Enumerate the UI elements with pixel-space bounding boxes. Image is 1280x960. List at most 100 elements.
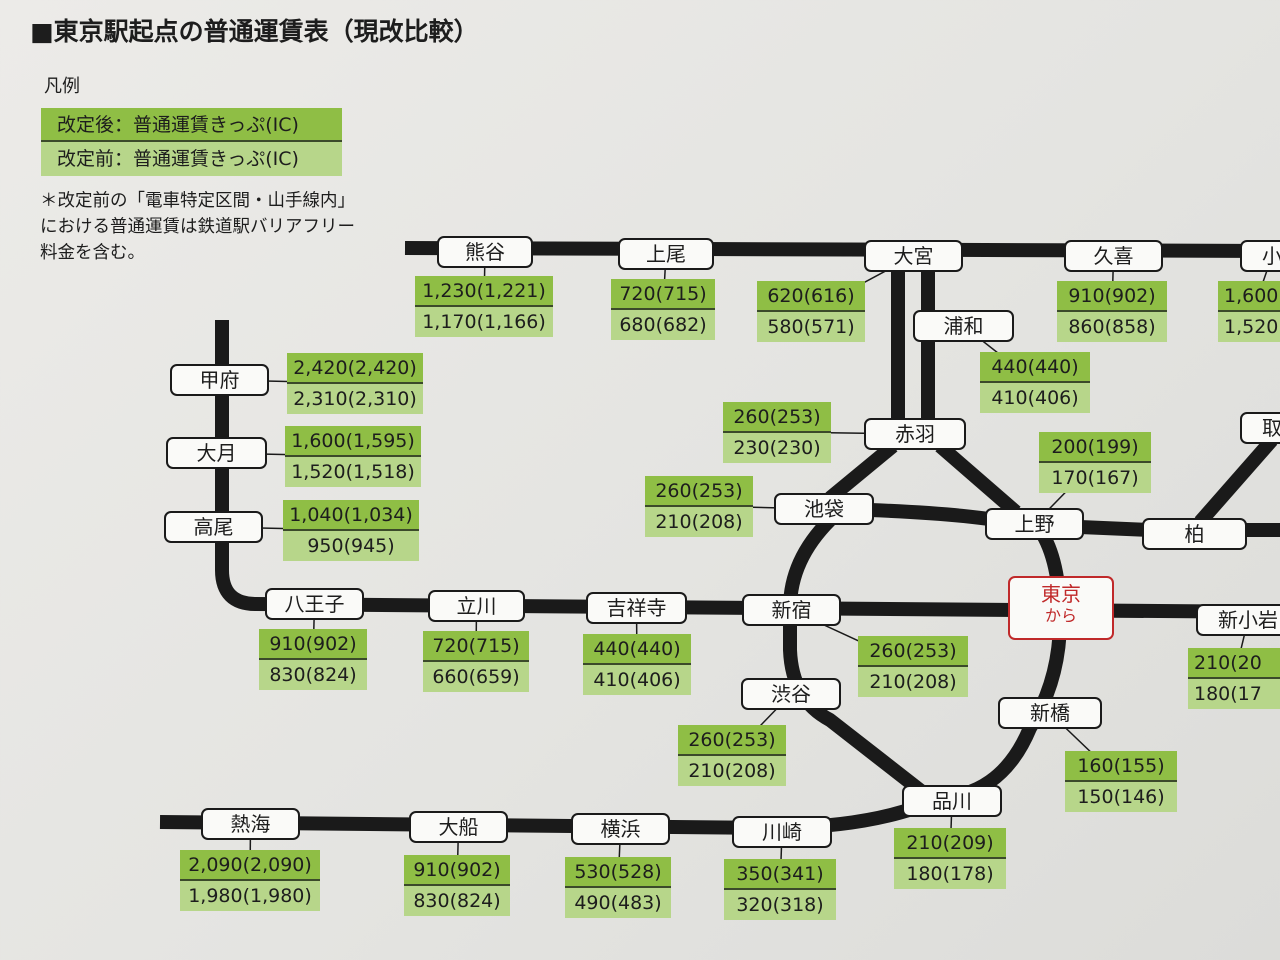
fare-before: 830(824) (404, 886, 510, 916)
chuo-line (215, 320, 1280, 619)
fare-after: 260(253) (678, 725, 786, 756)
fare-box: 440(440)410(406) (583, 634, 691, 695)
fare-before: 210(208) (645, 507, 753, 537)
fare-after: 720(715) (423, 631, 529, 662)
fare-before: 1,170(1,166) (415, 307, 553, 337)
fare-after: 160(155) (1065, 751, 1177, 782)
fare-after: 910(902) (259, 629, 367, 660)
station-4: 小 (1240, 240, 1280, 272)
fare-before: 320(318) (724, 890, 836, 920)
fare-before: 680(682) (611, 310, 715, 340)
station-9: 甲府 (170, 364, 269, 396)
legend-note: ＊改定前の「電車特定区間・山手線内」における普通運賃は鉄道駅バリアフリー料金を含… (40, 191, 355, 263)
station-7: 上野 (985, 508, 1084, 540)
station-8: 池袋 (774, 493, 874, 525)
fare-before: 2,310(2,310) (287, 384, 423, 414)
fare-box: 2,420(2,420)2,310(2,310) (287, 353, 423, 414)
station-16: 新小岩 (1196, 604, 1280, 636)
fare-after: 260(253) (645, 476, 753, 507)
fare-box: 350(341)320(318) (724, 859, 836, 920)
fare-box: 720(715)680(682) (611, 279, 715, 340)
fare-before: 410(406) (583, 665, 691, 695)
fare-box: 200(199)170(167) (1039, 432, 1151, 493)
station-18: 新橋 (998, 697, 1102, 729)
fare-after: 1,600 (1218, 281, 1280, 312)
station-0: 熊谷 (437, 236, 533, 268)
legend-label: 凡例 (44, 76, 80, 97)
fare-before: 180(178) (894, 859, 1006, 889)
akabane-ikebukuro-line (825, 440, 898, 504)
fare-before: 830(824) (259, 660, 367, 690)
fare-before: 490(483) (565, 888, 671, 918)
station-2: 大宮 (864, 240, 963, 272)
fare-before: 860(858) (1057, 312, 1167, 342)
station-6: 赤羽 (864, 418, 966, 450)
joban-line (1079, 520, 1151, 537)
fare-before: 150(146) (1065, 782, 1177, 812)
fare-box: 620(616)580(571) (757, 281, 865, 342)
fare-box: 210(209)180(178) (894, 828, 1006, 889)
fare-after: 1,600(1,595) (285, 426, 421, 457)
fare-after: 910(902) (404, 855, 510, 886)
fare-box: 1,600(1,595)1,520(1,518) (285, 426, 421, 487)
station-24: 柏 (1142, 518, 1247, 550)
station-14: 吉祥寺 (586, 592, 687, 624)
fare-box: 2,090(2,090)1,980(1,980) (180, 850, 320, 911)
legend-before-fare: 改定前：普通運賃きっぷ(IC) (41, 142, 342, 176)
fare-box: 260(253)210(208) (645, 476, 753, 537)
station-5: 浦和 (913, 310, 1014, 342)
fare-after: 350(341) (724, 859, 836, 890)
legend-after-fare: 改定後：普通運賃きっぷ(IC) (41, 108, 342, 142)
fare-box: 1,040(1,034)950(945) (283, 500, 419, 561)
fare-box: 260(253)230(230) (723, 402, 831, 463)
fare-after: 2,090(2,090) (180, 850, 320, 881)
fare-box: 910(902)830(824) (259, 629, 367, 690)
fare-after: 200(199) (1039, 432, 1151, 463)
station-10: 大月 (166, 437, 267, 469)
station-15: 新宿 (742, 594, 841, 626)
fare-after: 1,230(1,221) (415, 276, 553, 307)
fare-box: 530(528)490(483) (565, 857, 671, 918)
fare-before: 170(167) (1039, 463, 1151, 493)
station-20: 川崎 (732, 816, 832, 848)
fare-after: 720(715) (611, 279, 715, 310)
station-11: 高尾 (164, 511, 263, 543)
fare-before: 1,520(1,518) (285, 457, 421, 487)
fare-after: 620(616) (757, 281, 865, 312)
origin-sub: から (1044, 606, 1077, 625)
fare-after: 440(440) (583, 634, 691, 665)
fare-box: 720(715)660(659) (423, 631, 529, 692)
station-17: 渋谷 (741, 678, 841, 710)
fare-after: 1,040(1,034) (283, 500, 419, 531)
fare-box: 440(440)410(406) (980, 352, 1090, 413)
fare-after: 440(440) (980, 352, 1090, 383)
station-23: 熱海 (201, 808, 300, 840)
fare-after: 260(253) (723, 402, 831, 433)
fare-after: 2,420(2,420) (287, 353, 423, 384)
fare-after: 910(902) (1057, 281, 1167, 312)
fare-after: 210(209) (894, 828, 1006, 859)
fare-before: 230(230) (723, 433, 831, 463)
fare-before: 660(659) (423, 662, 529, 692)
fare-before: 950(945) (283, 531, 419, 561)
station-19: 品川 (902, 785, 1002, 817)
fare-before: 1,520 (1218, 312, 1280, 342)
fare-box: 1,230(1,221)1,170(1,166) (415, 276, 553, 337)
fare-box: 910(902)860(858) (1057, 281, 1167, 342)
fare-before: 410(406) (980, 383, 1090, 413)
fare-box: 260(253)210(208) (678, 725, 786, 786)
fare-before: 580(571) (757, 312, 865, 342)
station-21: 横浜 (571, 813, 670, 845)
station-12: 八王子 (265, 588, 364, 620)
station-25: 取 (1240, 412, 1280, 444)
station-22: 大船 (409, 811, 508, 843)
fare-after: 260(253) (858, 636, 968, 667)
page-title: ■東京駅起点の普通運賃表（現改比較） (30, 17, 479, 46)
origin-name: 東京 (1041, 582, 1081, 606)
fare-before: 1,980(1,980) (180, 881, 320, 911)
fare-before: 210(208) (858, 667, 968, 697)
station-3: 久喜 (1064, 240, 1163, 272)
station-13: 立川 (428, 590, 525, 622)
